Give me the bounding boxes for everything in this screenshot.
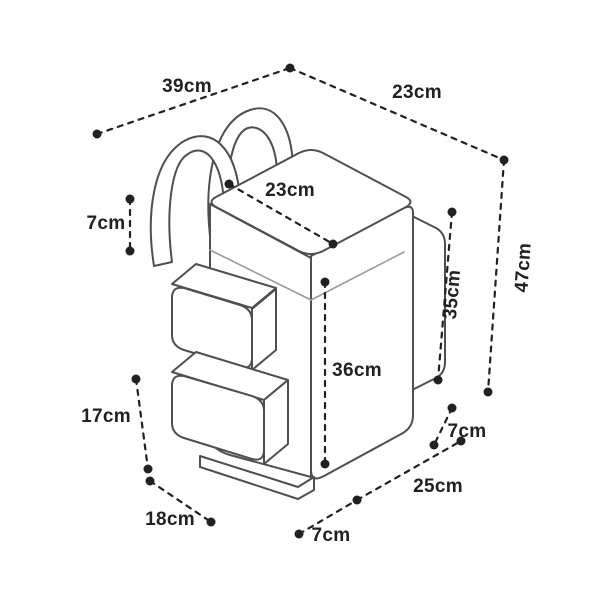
dimension-dot (143, 464, 153, 474)
dimension-dot (483, 387, 493, 397)
dimension-dot (294, 529, 304, 539)
dimension-dot (456, 436, 466, 446)
dimension-line-right-body-height (436, 210, 454, 382)
dimension-dot (320, 277, 330, 287)
dimension-dot (125, 246, 135, 256)
dimension-dot (285, 63, 295, 73)
dimension-line-lid-top-width (227, 182, 335, 246)
dimension-dot (224, 179, 234, 189)
dimension-dot (499, 155, 509, 165)
dimension-line-left-pocket-height (134, 377, 150, 471)
dimension-dot (352, 495, 362, 505)
base-platform (199, 455, 315, 500)
dimension-dot (131, 374, 141, 384)
dimension-label-top-right-depth: 23cm (392, 82, 442, 103)
dimension-line-right-side-depth (432, 406, 454, 447)
dimension-label-upper-left-strap: 7cm (87, 213, 126, 234)
lower-pocket-front (171, 374, 265, 461)
dimension-label-right-side-depth: 7cm (448, 421, 487, 442)
dimension-dot (125, 194, 135, 204)
dimension-dots (92, 63, 509, 539)
lid-seam-left (209, 249, 312, 301)
dimension-dot (429, 440, 439, 450)
dimension-label-bottom-front-depth: 7cm (312, 525, 351, 546)
dimension-line-bottom-left-width (148, 479, 213, 524)
dimension-label-bottom-right-depth: 25cm (413, 476, 463, 497)
dimension-label-front-body-height: 36cm (332, 360, 382, 381)
dimension-line-top-right-depth (288, 66, 506, 162)
dimension-dot (320, 459, 330, 469)
dimension-label-right-body-height: 35cm (440, 269, 465, 320)
dimension-line-bottom-right-depth (355, 439, 463, 502)
dimension-dot (447, 207, 457, 217)
dimension-lines (95, 66, 506, 536)
dimension-dot (328, 239, 338, 249)
dimension-label-bottom-left-width: 18cm (145, 509, 195, 530)
dimension-dot (447, 403, 457, 413)
dimension-dot (92, 129, 102, 139)
dimension-line-bottom-front-depth (297, 498, 359, 536)
dimension-label-left-pocket-height: 17cm (81, 406, 131, 427)
dimension-label-lid-top-width: 23cm (265, 180, 315, 201)
dimension-dot (206, 517, 216, 527)
dimension-line-top-left-width (95, 66, 292, 136)
dimension-dot (433, 375, 443, 385)
dimension-dot (145, 476, 155, 486)
dimension-label-right-total-height: 47cm (511, 242, 535, 293)
dimension-label-top-left-width: 39cm (162, 76, 212, 97)
body-top-face (210, 149, 412, 255)
dimension-line-right-total-height (486, 158, 506, 394)
lid-seam-front (310, 251, 405, 301)
dimension-labels: 39cm 23cm 47cm 35cm 23cm 7cm 36cm 17cm 1… (81, 76, 536, 546)
backpack-drawing (149, 107, 446, 500)
